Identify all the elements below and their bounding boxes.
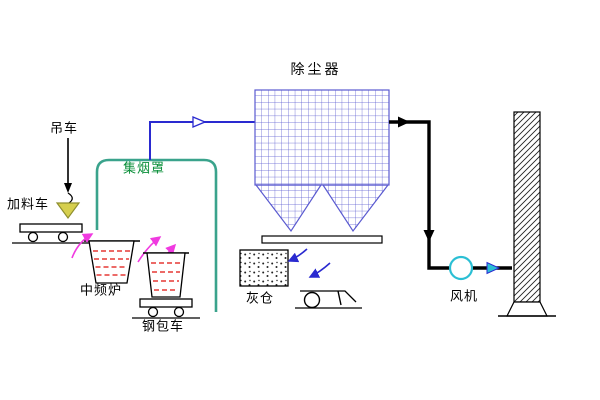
feeding-car xyxy=(12,223,90,244)
duct-arrow-down-icon xyxy=(423,230,435,242)
crane-arrow-icon xyxy=(64,183,72,193)
ash-cart xyxy=(295,290,362,309)
chimney xyxy=(498,111,556,317)
inlet-arrow-icon xyxy=(192,116,207,128)
label-fan: 风机 xyxy=(449,288,479,304)
inlet-duct xyxy=(149,116,255,160)
furnace xyxy=(84,240,140,284)
collector-base xyxy=(261,235,383,244)
label-feeding-car: 加料车 xyxy=(6,196,50,212)
label-ladle-car: 钢包车 xyxy=(141,318,185,334)
label-crane: 吊车 xyxy=(49,120,79,136)
crane-hook-icon xyxy=(67,192,73,204)
fan-symbol xyxy=(448,255,474,281)
hopper-left xyxy=(254,184,323,233)
dust-collector xyxy=(254,89,390,244)
ash-flow-arrows xyxy=(287,248,331,278)
label-dust-collector: 除尘器 xyxy=(290,61,342,77)
label-smoke-hood: 集烟罩 xyxy=(122,160,166,176)
duct-arrow-right-icon xyxy=(398,116,410,128)
label-ash-bin: 灰仓 xyxy=(245,290,275,306)
crane-load xyxy=(55,202,81,220)
smoke-hood-frame xyxy=(95,158,218,312)
ladle-car xyxy=(132,252,200,319)
ash-bin-body xyxy=(239,249,289,287)
fan-outlet-arrow-icon xyxy=(486,261,501,275)
hopper-right xyxy=(321,184,390,233)
label-furnace: 中频炉 xyxy=(79,282,123,298)
outlet-duct xyxy=(389,116,512,275)
chimney-base xyxy=(506,301,548,317)
crane xyxy=(55,138,81,220)
